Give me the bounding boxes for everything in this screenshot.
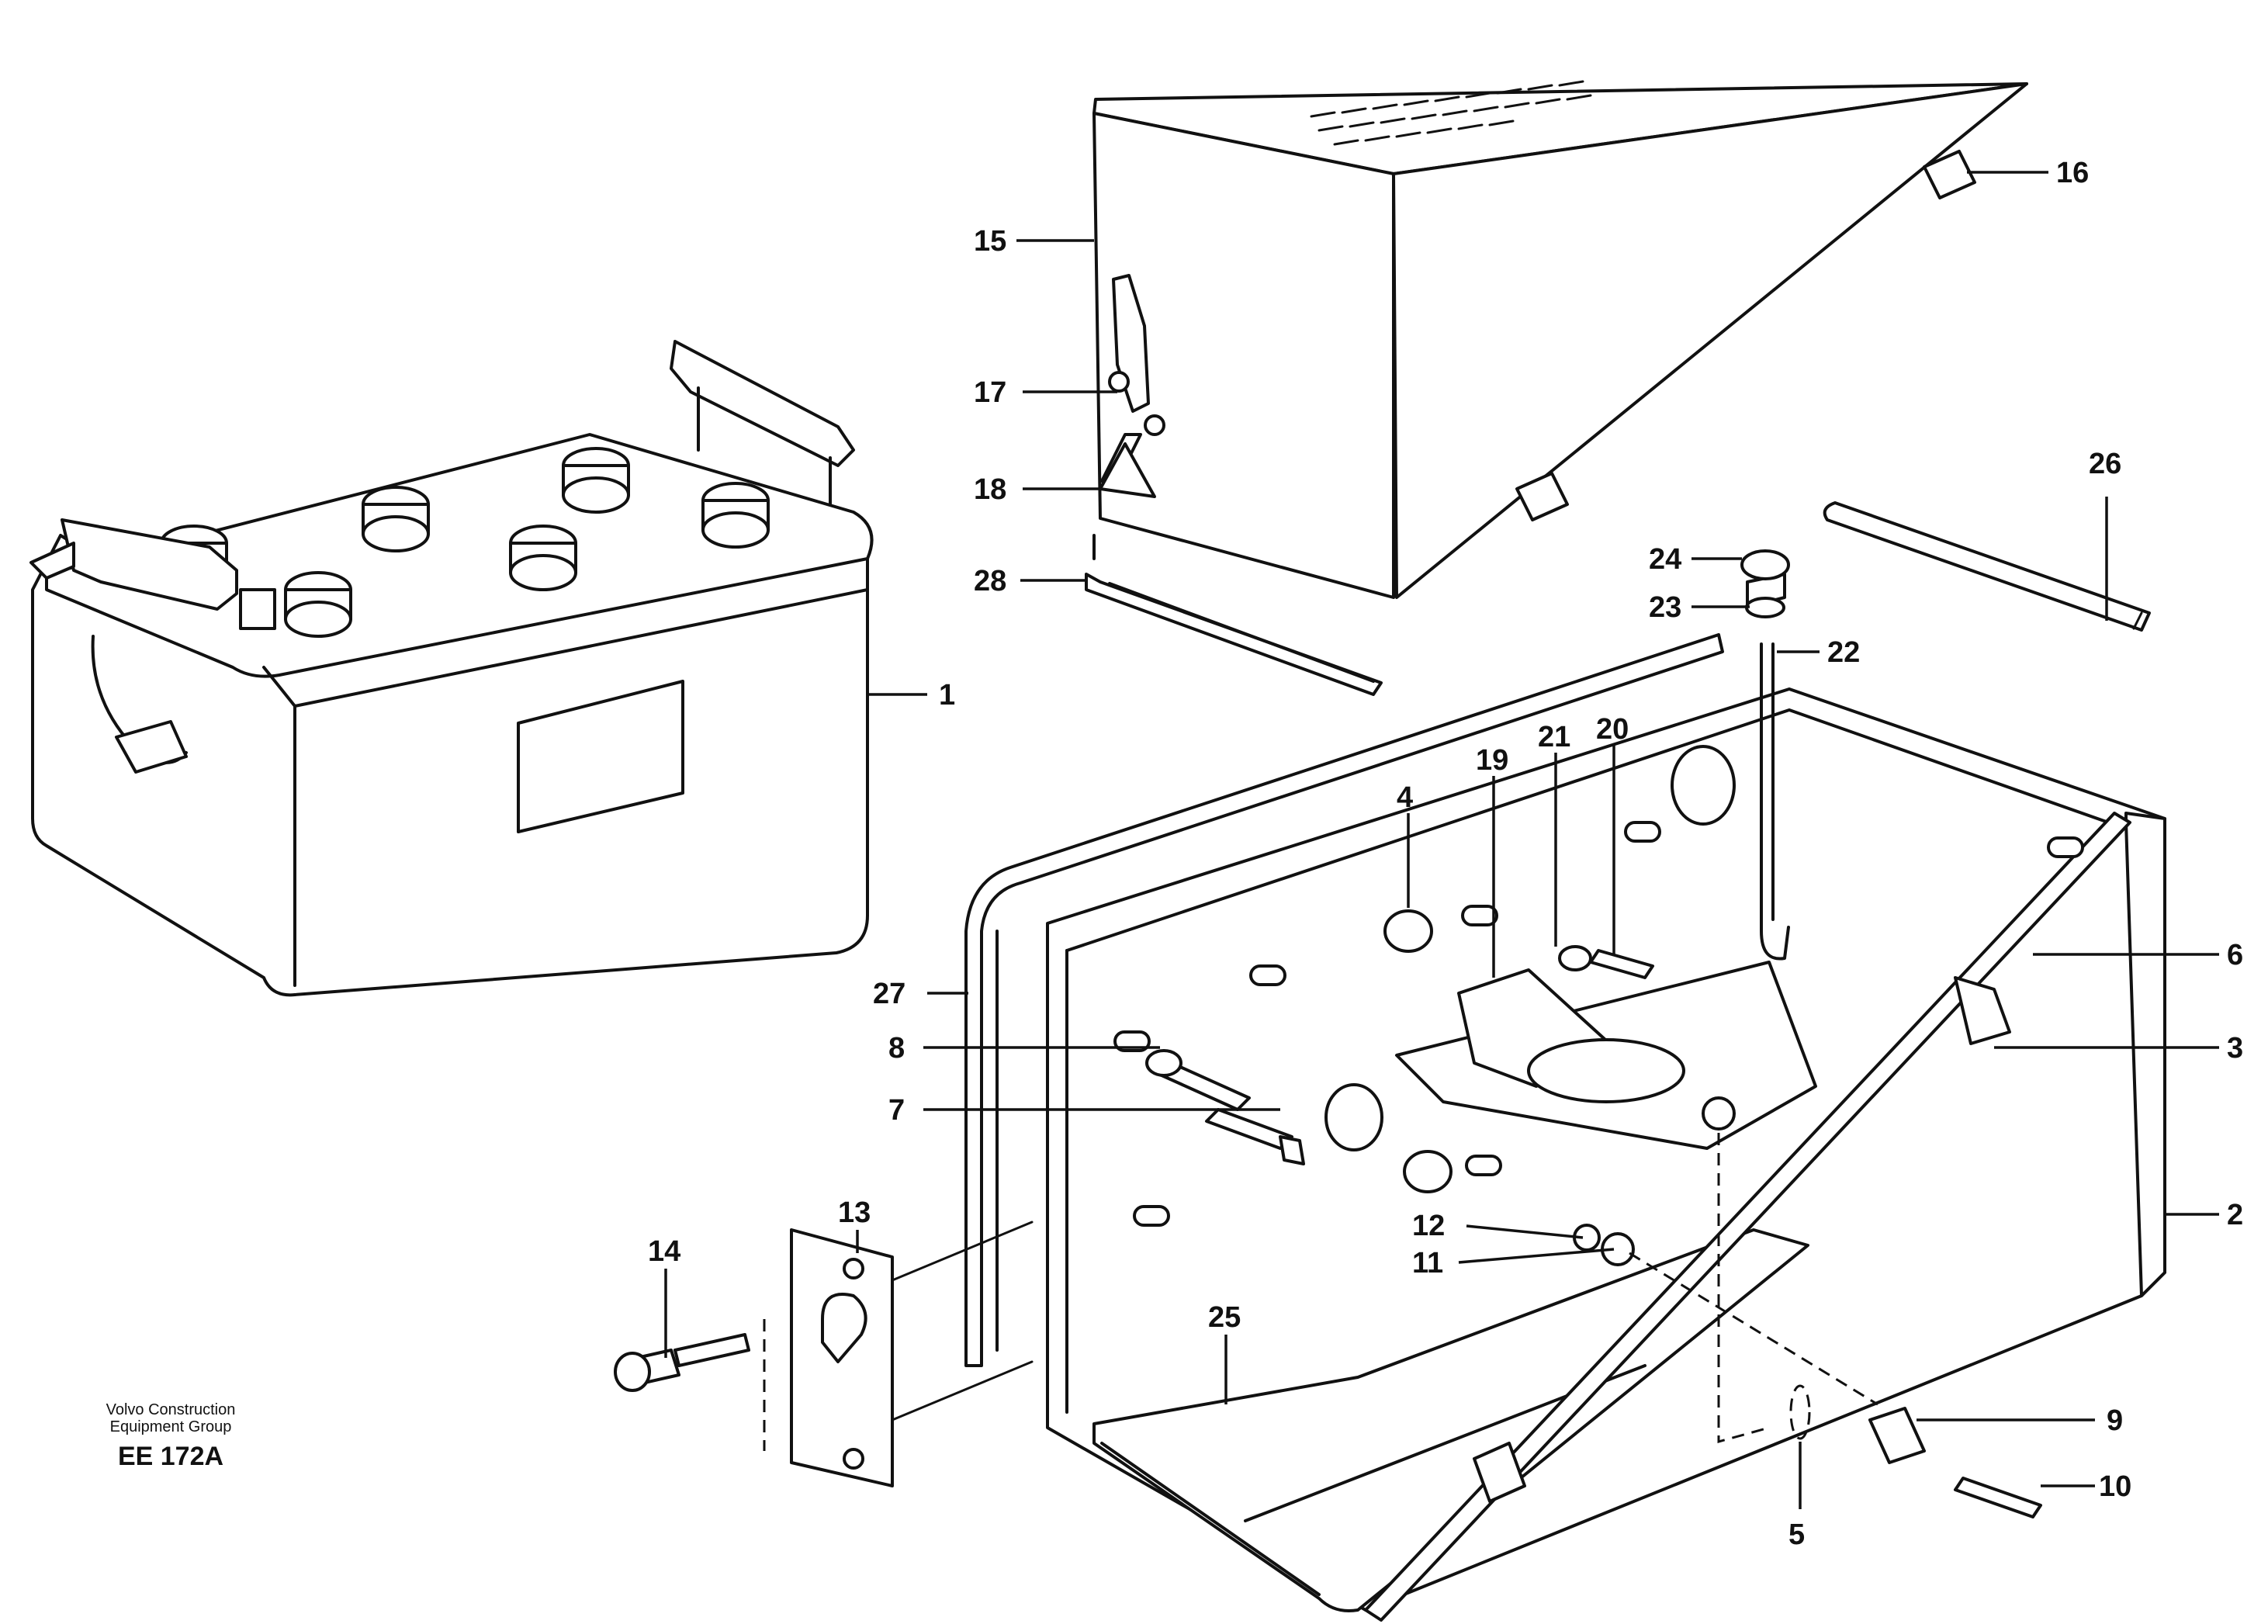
callout-20: 20 xyxy=(1596,713,1629,746)
callout-11: 11 xyxy=(1412,1247,1443,1279)
callout-9: 9 xyxy=(2107,1404,2123,1437)
callout-7: 7 xyxy=(888,1094,905,1127)
callout-14: 14 xyxy=(648,1235,680,1268)
bolt-14 xyxy=(614,1333,750,1392)
callout-24: 24 xyxy=(1649,543,1681,576)
callout-26: 26 xyxy=(2089,448,2121,480)
callout-23: 23 xyxy=(1649,591,1681,624)
clamp-plate-13 xyxy=(763,1221,1034,1487)
callout-2: 2 xyxy=(2227,1199,2243,1231)
callout-15: 15 xyxy=(974,225,1006,258)
callout-22: 22 xyxy=(1827,636,1860,669)
callout-25: 25 xyxy=(1208,1301,1241,1334)
callout-6: 6 xyxy=(2227,939,2243,971)
callout-17: 17 xyxy=(974,376,1006,409)
callout-3: 3 xyxy=(2227,1032,2243,1065)
publisher-credit: Volvo Construction Equipment Group EE 17… xyxy=(78,1401,264,1472)
rubber-strip-28 xyxy=(1085,573,1383,696)
callout-13: 13 xyxy=(838,1196,871,1229)
callout-8: 8 xyxy=(888,1032,905,1065)
leader-lines xyxy=(664,171,2219,1509)
callout-labels: 1 2 3 4 5 6 7 8 9 10 11 12 13 14 15 16 1… xyxy=(648,157,2243,1551)
battery-box xyxy=(1046,549,2166,1622)
callout-21: 21 xyxy=(1538,721,1570,753)
callout-27: 27 xyxy=(873,978,905,1010)
callout-12: 12 xyxy=(1412,1210,1445,1242)
callout-16: 16 xyxy=(2056,157,2089,189)
callout-4: 4 xyxy=(1397,781,1413,814)
rod-26 xyxy=(1823,501,2151,632)
company-name-line2: Equipment Group xyxy=(109,1418,232,1435)
figure-code: EE 172A xyxy=(117,1442,224,1471)
company-name-line1: Volvo Construction xyxy=(106,1401,236,1418)
battery-box-lid xyxy=(1092,80,2028,599)
callout-28: 28 xyxy=(974,565,1006,597)
frame-seal-27 xyxy=(964,633,1724,1367)
callout-1: 1 xyxy=(939,679,955,712)
battery xyxy=(29,340,874,997)
callout-5: 5 xyxy=(1788,1518,1805,1551)
callout-19: 19 xyxy=(1476,744,1508,777)
callout-18: 18 xyxy=(974,473,1006,506)
callout-10: 10 xyxy=(2099,1470,2131,1503)
